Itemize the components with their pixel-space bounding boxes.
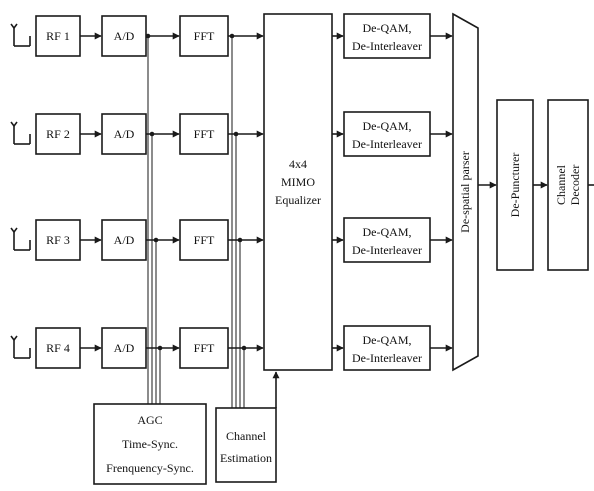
decoder-line-1: Channel — [554, 164, 568, 205]
agc-line-1: AGC — [137, 413, 162, 427]
agc-sync-block: AGC Time-Sync. Frenquency-Sync. — [93, 403, 207, 485]
deqam-line-1: De-QAM, — [363, 21, 412, 35]
deqam-line-2: De-Interleaver — [352, 39, 422, 53]
ad-block-label: A/D — [114, 127, 135, 141]
ad-block — [101, 327, 147, 369]
mimo-line-1: 4x4 — [289, 157, 307, 171]
fft-block-label: FFT — [194, 233, 215, 247]
channel-decoder-block: Channel Decoder — [547, 99, 589, 271]
antenna-icon — [10, 23, 31, 47]
rf-block — [35, 219, 81, 261]
depuncturer-label: De-Puncturer — [508, 153, 522, 218]
channel-estimation-block: Channel Estimation — [215, 407, 277, 483]
receiver-chains: RF 1 A/D FFT De-QAM, De-Interleaver RF 2 A/D FF… — [10, 13, 431, 371]
deqam-line-2: De-Interleaver — [352, 351, 422, 365]
estimation-line-1: Channel — [226, 429, 267, 443]
agc-line-3: Frenquency-Sync. — [106, 461, 194, 475]
signal-wires — [80, 32, 594, 408]
deqam-deinterleaver-block — [343, 13, 431, 59]
deqam-deinterleaver-block — [343, 111, 431, 157]
receiver-chain-3: RF 3 A/D FFT De-QAM, De-Interleaver — [10, 217, 431, 263]
deqam-line-2: De-Interleaver — [352, 137, 422, 151]
ad-block-label: A/D — [114, 29, 135, 43]
parser-label: De-spatial parser — [458, 151, 472, 233]
ad-block — [101, 219, 147, 261]
rf-block — [35, 15, 81, 57]
rf-block-label: RF 2 — [46, 127, 70, 141]
receiver-chain-2: RF 2 A/D FFT De-QAM, De-Interleaver — [10, 111, 431, 157]
rf-block-label: RF 4 — [46, 341, 70, 355]
antenna-icon — [10, 227, 31, 251]
deqam-line-1: De-QAM, — [363, 333, 412, 347]
de-spatial-parser-block: De-spatial parser — [452, 12, 479, 372]
ad-block — [101, 15, 147, 57]
mimo-line-2: MIMO — [281, 175, 315, 189]
agc-line-2: Time-Sync. — [122, 437, 178, 451]
fft-block-label: FFT — [194, 341, 215, 355]
rf-block-label: RF 3 — [46, 233, 70, 247]
fft-block-label: FFT — [194, 29, 215, 43]
fft-block — [179, 113, 229, 155]
ad-block-label: A/D — [114, 233, 135, 247]
receiver-chain-4: RF 4 A/D FFT De-QAM, De-Interleaver — [10, 325, 431, 371]
fft-block — [179, 327, 229, 369]
deqam-line-1: De-QAM, — [363, 119, 412, 133]
antenna-icon — [10, 121, 31, 145]
rf-block-label: RF 1 — [46, 29, 70, 43]
ad-block-label: A/D — [114, 341, 135, 355]
receiver-chain-1: RF 1 A/D FFT De-QAM, De-Interleaver — [10, 13, 431, 59]
rf-block — [35, 327, 81, 369]
deqam-line-2: De-Interleaver — [352, 243, 422, 257]
estimation-line-2: Estimation — [220, 451, 272, 465]
fft-block — [179, 219, 229, 261]
antenna-icon — [10, 335, 31, 359]
fft-block — [179, 15, 229, 57]
mimo-line-3: Equalizer — [275, 193, 321, 207]
decoder-line-2: Decoder — [568, 165, 582, 206]
deqam-line-1: De-QAM, — [363, 225, 412, 239]
mimo-equalizer-block: 4x4 MIMO Equalizer — [263, 13, 333, 371]
de-puncturer-block: De-Puncturer — [496, 99, 534, 271]
deqam-deinterleaver-block — [343, 325, 431, 371]
fft-block-label: FFT — [194, 127, 215, 141]
ad-block — [101, 113, 147, 155]
